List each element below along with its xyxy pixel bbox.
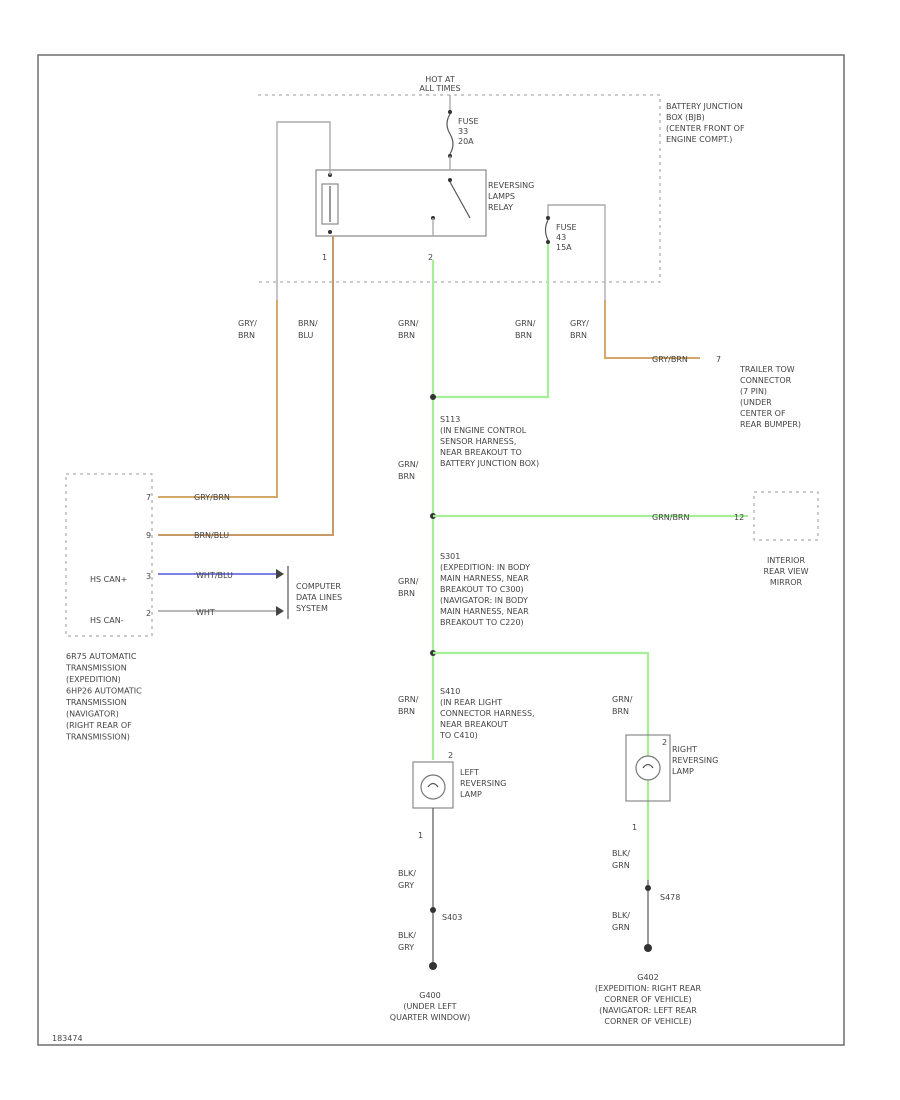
svg-text:GRN/BRN: GRN/BRN xyxy=(515,319,536,340)
s478-label: S478 xyxy=(660,893,680,902)
transmission-connector-box xyxy=(65,473,153,637)
ground-g400 xyxy=(429,962,437,970)
wire-fuse43-to-s113 xyxy=(433,244,550,399)
hs-can-minus-label: HS CAN- xyxy=(90,616,124,625)
ground-g402 xyxy=(644,944,652,952)
wire-label-grn-brn-b: GRN/BRN xyxy=(515,319,536,340)
mirror-wire-label: GRN/BRN xyxy=(652,513,689,522)
right-lamp-pin-bottom: 1 xyxy=(632,823,637,832)
svg-text:GRN/BRN: GRN/BRN xyxy=(398,319,419,340)
svg-text:BLK/GRY: BLK/GRY xyxy=(398,869,416,890)
s403-label: S403 xyxy=(442,913,462,922)
svg-text:7: 7 xyxy=(146,493,151,502)
transmission-pin-labels: 7 9 3 2 xyxy=(146,493,151,618)
wire-label-blk-grn-1: BLK/GRN xyxy=(612,849,630,870)
wire-label-gry-brn-left: GRY/BRN xyxy=(238,319,257,340)
svg-text:GRN/BRN: GRN/BRN xyxy=(398,460,419,481)
mirror-pin-label: 12 xyxy=(734,513,744,522)
relay-pin-2-label: 2 xyxy=(428,253,433,262)
wire-label-grn-brn-1: GRN/BRN xyxy=(398,460,419,481)
splice-s403 xyxy=(430,907,436,913)
wire-label-grn-brn-3: GRN/BRN xyxy=(398,695,419,716)
interior-mirror-box xyxy=(753,491,819,541)
trailer-pin-label: 7 xyxy=(716,355,721,364)
svg-text:GRN/BRN: GRN/BRN xyxy=(398,577,419,598)
figure-id: 183474 xyxy=(52,1034,83,1043)
svg-text:2: 2 xyxy=(662,738,667,747)
wire-trailer-tow xyxy=(604,300,700,359)
svg-text:BRN/BLU: BRN/BLU xyxy=(298,319,318,340)
can-wire-wht-label: WHT xyxy=(196,608,215,617)
svg-text:GRY/BRN: GRY/BRN xyxy=(570,319,589,340)
svg-text:3: 3 xyxy=(146,572,151,581)
transmission-wire-brn-blu: BRN/BLU xyxy=(194,531,229,540)
svg-text:9: 9 xyxy=(146,531,151,540)
wire-label-blk-gry-1: BLK/GRY xyxy=(398,869,416,890)
svg-text:GRN/BRN: GRN/BRN xyxy=(398,695,419,716)
wire-brn-blu xyxy=(158,236,334,536)
svg-text:BLK/GRY: BLK/GRY xyxy=(398,931,416,952)
can-wire-wht-blu-label: WHT/BLU xyxy=(196,571,233,580)
splice-s478 xyxy=(645,885,651,891)
relay-pin-1-label: 1 xyxy=(322,253,327,262)
svg-text:2: 2 xyxy=(146,609,151,618)
wire-label-grn-brn-4: GRN/BRN xyxy=(612,695,633,716)
transmission-wire-gry-brn: GRY/BRN xyxy=(194,493,230,502)
left-lamp-pin-bottom: 1 xyxy=(418,831,423,840)
svg-text:GRN/BRN: GRN/BRN xyxy=(612,695,633,716)
wire-label-grn-brn-a: GRN/BRN xyxy=(398,319,419,340)
svg-text:BLK/GRN: BLK/GRN xyxy=(612,911,630,932)
wire-label-brn-blu: BRN/BLU xyxy=(298,319,318,340)
wire-gry-brn-left xyxy=(158,300,278,498)
trailer-wire-label: GRY/BRN xyxy=(652,355,688,364)
wire-label-grn-brn-2: GRN/BRN xyxy=(398,577,419,598)
wire-to-right-lamp xyxy=(433,651,650,880)
svg-text:BLK/GRN: BLK/GRN xyxy=(612,849,630,870)
can-arrows xyxy=(276,569,284,616)
diagram-frame xyxy=(37,54,845,1046)
wire-label-blk-gry-2: BLK/GRY xyxy=(398,931,416,952)
svg-text:GRY/BRN: GRY/BRN xyxy=(238,319,257,340)
splice-s113 xyxy=(430,394,436,400)
relay-coil-feed-wire xyxy=(276,121,331,497)
svg-text:2: 2 xyxy=(448,751,453,760)
wire-label-blk-grn-2: BLK/GRN xyxy=(612,911,630,932)
hs-can-plus-label: HS CAN+ xyxy=(90,575,127,584)
wire-label-gry-brn-right: GRY/BRN xyxy=(570,319,589,340)
